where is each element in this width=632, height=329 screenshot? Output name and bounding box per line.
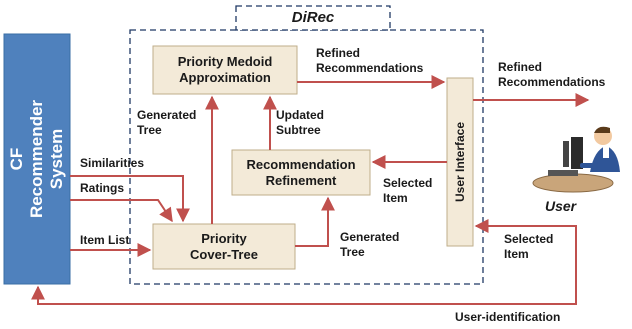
arrow-user-to-ui: [474, 219, 577, 233]
arrow-similarities: [70, 175, 190, 223]
priority-medoid-label: Priority Medoid Approximation: [177, 54, 273, 85]
user-identification-label: User-identification: [455, 310, 561, 324]
refined-recommendations-inner-label: Refined Recommendations: [316, 46, 424, 75]
direc-title-tab: [235, 5, 391, 31]
cf-recommender-box: [3, 33, 71, 285]
generated-tree-left-label: Generated Tree: [137, 108, 197, 137]
direc-title: DiRec: [291, 8, 335, 26]
priority-medoid-box: [152, 45, 298, 95]
selected-item-inner-label: Selected Item: [383, 176, 433, 205]
similarities-label: Similarities: [80, 156, 145, 170]
arrow-covertree-to-refinement: [295, 196, 335, 247]
cf-recommender-label: CF Recommender System: [7, 99, 66, 219]
recommendation-refinement-label: Recommendation Refinement: [246, 156, 356, 188]
user-interface-box: [446, 77, 474, 247]
arrow-user-identification: [31, 232, 577, 305]
ratings-label: Ratings: [80, 181, 125, 195]
user-interface-label-wrap: User Interface: [447, 78, 473, 246]
priority-cover-tree-label: Priority Cover-Tree: [190, 230, 258, 262]
generated-tree-bottom-label: Generated Tree: [340, 230, 400, 259]
refined-recommendations-outer-label: Refined Recommendations: [498, 60, 606, 89]
user-label: User: [545, 198, 577, 214]
recommendation-refinement-box: [231, 149, 371, 196]
selected-item-user-label: Selected Item: [504, 232, 554, 261]
cf-recommender-label-wrap: CF Recommender System: [4, 34, 70, 284]
user-at-computer-icon: [532, 126, 620, 193]
updated-subtree-label: Updated Subtree: [276, 108, 324, 137]
priority-cover-tree-box: [152, 223, 296, 270]
arrow-ratings: [70, 199, 173, 223]
user-interface-label: User Interface: [453, 121, 468, 203]
direc-container: [129, 29, 484, 285]
item-list-label: Item List: [80, 233, 130, 247]
